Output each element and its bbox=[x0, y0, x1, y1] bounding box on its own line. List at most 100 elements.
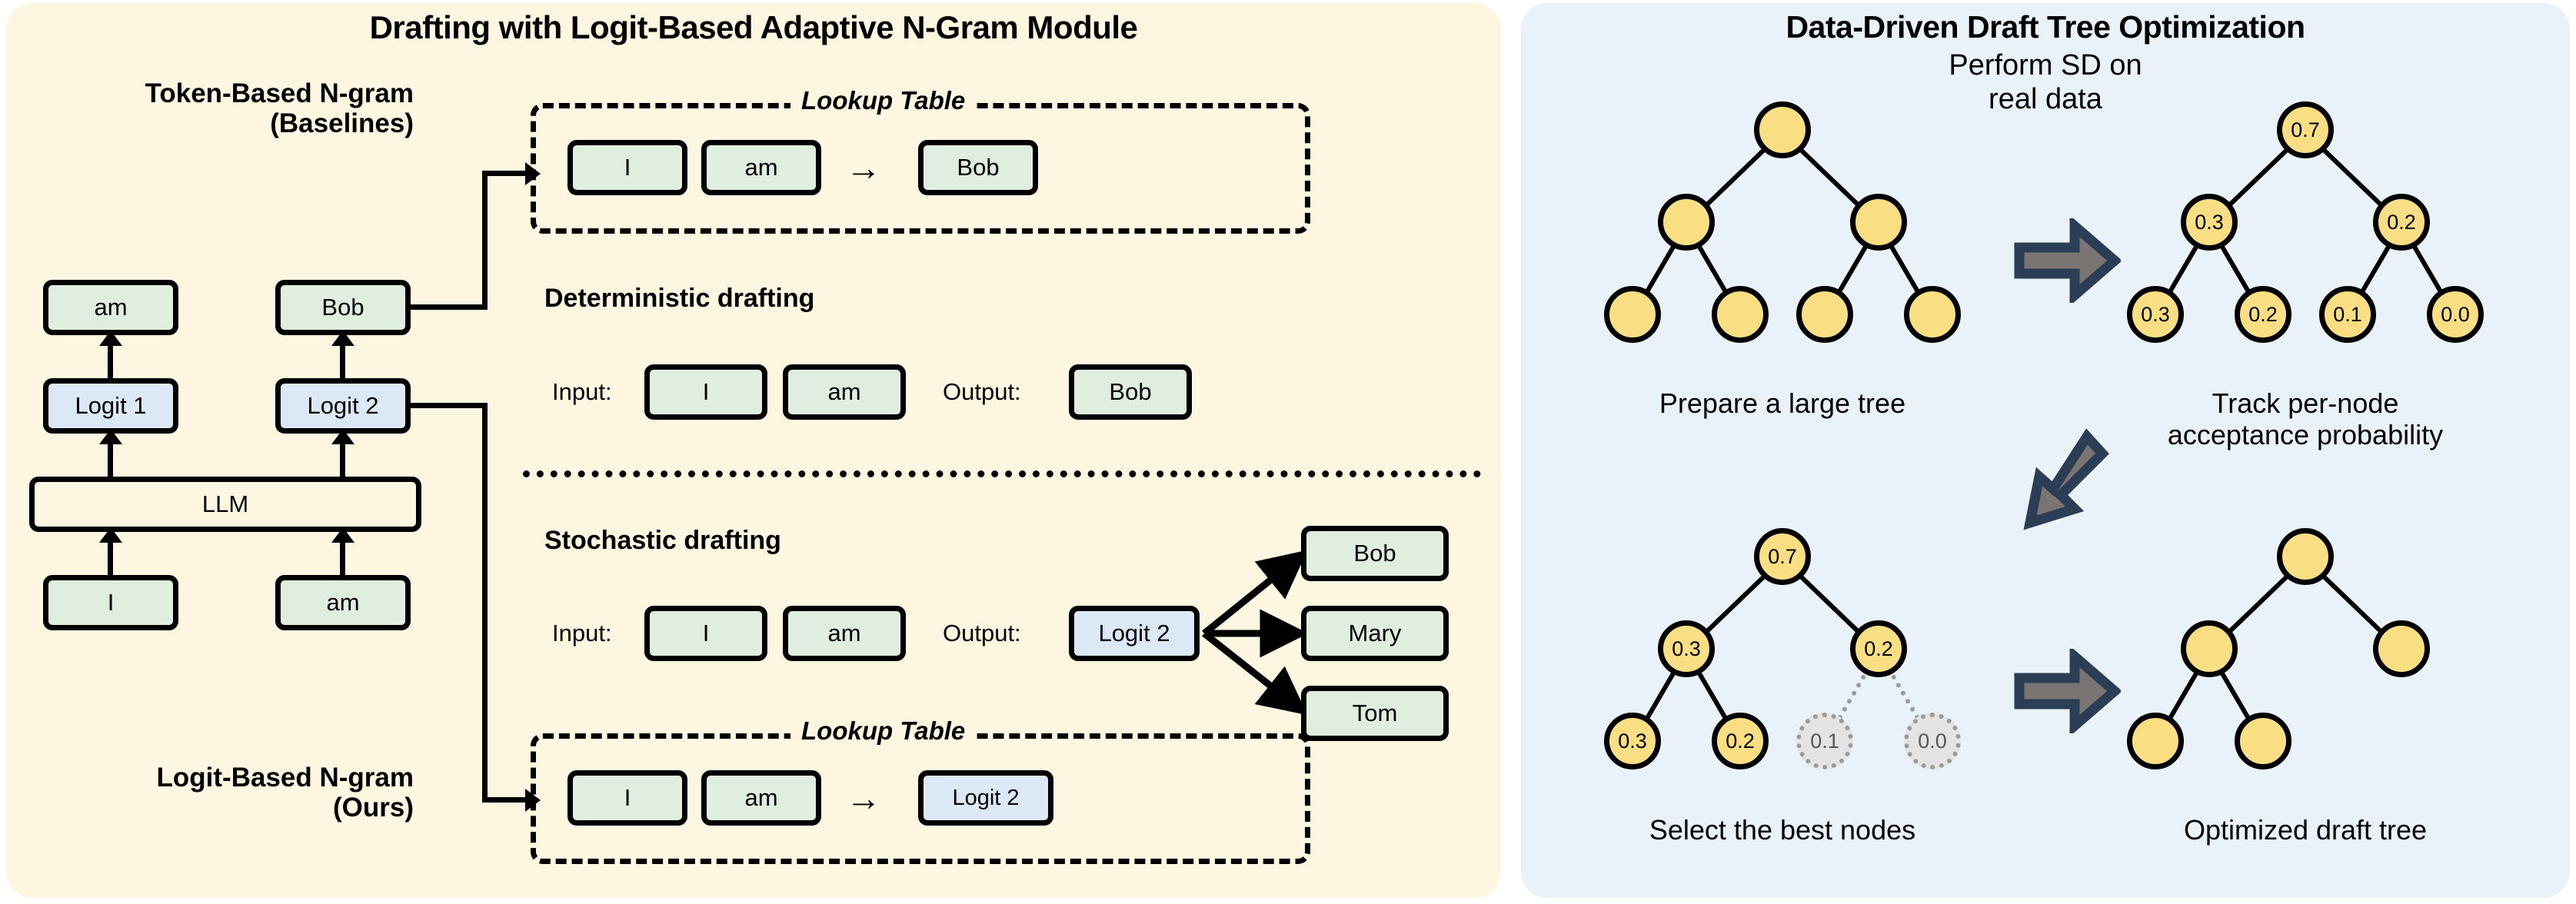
deterministic-input-token-i-label: I bbox=[702, 378, 710, 405]
stochastic-branch-arrows bbox=[1202, 550, 1309, 716]
input-token-am: am bbox=[275, 575, 411, 630]
stochastic-input-token-am: am bbox=[783, 606, 906, 661]
tree-node bbox=[2277, 528, 2334, 585]
ours-label-line2: (Ours) bbox=[333, 793, 414, 823]
ours-label: Logit-Based N-gram (Ours) bbox=[14, 763, 414, 823]
tree-node: 0.0 bbox=[2427, 286, 2484, 343]
llm-label: LLM bbox=[201, 490, 249, 517]
top-lookup-table-caption: Lookup Table bbox=[790, 86, 977, 115]
logit-1-label: Logit 1 bbox=[75, 392, 147, 419]
stochastic-output-label: Output: bbox=[943, 620, 1021, 646]
arrow-shaft-in2-to-llm bbox=[340, 538, 345, 575]
tree-node bbox=[2373, 620, 2430, 677]
tree-prepare-large bbox=[1536, 88, 2029, 387]
right-panel: Data-Driven Draft Tree Optimization Perf… bbox=[1521, 3, 2570, 898]
section-divider bbox=[523, 470, 1481, 477]
tree-node: 0.2 bbox=[1712, 713, 1769, 769]
deterministic-input-token-i: I bbox=[644, 364, 767, 420]
stochastic-output-token-bob: Bob bbox=[1301, 526, 1449, 581]
left-panel-title: Drafting with Logit-Based Adaptive N-Gra… bbox=[369, 9, 1138, 45]
arrow-shaft-llm-to-logit1 bbox=[108, 440, 113, 477]
stochastic-input-token-am-label: am bbox=[827, 620, 861, 646]
bottom-lookup-key-i-label: I bbox=[624, 784, 631, 811]
tree-node bbox=[1658, 194, 1715, 251]
bottom-lookup-maps-to-arrow-icon: → bbox=[846, 778, 881, 818]
deterministic-output-label: Output: bbox=[943, 378, 1021, 405]
arrow-shaft-logit2-to-bob bbox=[340, 341, 345, 378]
caption-prepare-large-tree: Prepare a large tree bbox=[1659, 387, 1906, 419]
tree-node: 0.7 bbox=[2277, 101, 2334, 158]
tree-node: 0.7 bbox=[1754, 528, 1811, 585]
bottom-lookup-key-am: am bbox=[701, 770, 821, 826]
bottom-lookup-value-logit2: Logit 2 bbox=[918, 770, 1053, 826]
connector-bob-into-lookup bbox=[482, 171, 528, 176]
caption-optimized-draft-tree: Optimized draft tree bbox=[2183, 814, 2428, 846]
tree-node: 0.1 bbox=[2319, 286, 2376, 343]
baseline-label: Token-Based N-gram (Baselines) bbox=[14, 78, 414, 138]
input-token-i: I bbox=[43, 575, 178, 630]
input-token-am-label: am bbox=[326, 589, 360, 616]
deterministic-output-token-bob: Bob bbox=[1069, 364, 1192, 420]
caption-perform-sd: Perform SD on real data bbox=[1949, 49, 2142, 115]
bottom-lookup-table-caption: Lookup Table bbox=[790, 716, 977, 746]
stochastic-output-logit2-label: Logit 2 bbox=[1098, 620, 1170, 646]
top-lookup-key-am-label: am bbox=[744, 154, 778, 181]
baseline-label-line1: Token-Based N-gram bbox=[145, 78, 414, 108]
tree-node bbox=[2181, 620, 2238, 677]
block-arrow-down-left bbox=[2023, 428, 2109, 530]
connector-logit2-right bbox=[411, 403, 488, 408]
connector-logit2-into-lookup bbox=[482, 797, 528, 803]
connector-bob-right bbox=[411, 304, 488, 310]
tree-node: 0.2 bbox=[2235, 286, 2291, 343]
tree-node bbox=[1754, 101, 1811, 158]
tree-node bbox=[1604, 286, 1661, 343]
stochastic-drafting-title: Stochastic drafting bbox=[544, 526, 781, 555]
tree-node bbox=[1904, 286, 1961, 343]
block-arrow-right-bottom bbox=[2014, 649, 2121, 733]
stochastic-input-label: Input: bbox=[552, 620, 612, 646]
bottom-lookup-value-logit2-label: Logit 2 bbox=[952, 785, 1020, 810]
right-panel-title: Data-Driven Draft Tree Optimization bbox=[1786, 9, 2305, 45]
output-token-am: am bbox=[43, 280, 178, 335]
input-token-i-label: I bbox=[107, 589, 115, 616]
arrow-head-llm-to-logit2 bbox=[331, 429, 354, 444]
connector-bob-up bbox=[482, 171, 488, 307]
stochastic-output-token-bob-label: Bob bbox=[1353, 540, 1396, 567]
baseline-label-line2: (Baselines) bbox=[270, 108, 414, 139]
block-arrow-right-top bbox=[2014, 218, 2121, 303]
logit-2-box: Logit 2 bbox=[275, 378, 411, 434]
top-lookup-key-am: am bbox=[701, 140, 821, 195]
tree-node-pruned: 0.1 bbox=[1796, 713, 1853, 769]
logit-2-label: Logit 2 bbox=[307, 392, 379, 419]
stochastic-output-token-mary: Mary bbox=[1301, 606, 1449, 661]
tree-node bbox=[1796, 286, 1853, 343]
tree-node: 0.3 bbox=[2181, 194, 2238, 251]
tree-node: 0.3 bbox=[1658, 620, 1715, 677]
tree-node bbox=[1850, 194, 1907, 251]
tree-node bbox=[2127, 713, 2184, 769]
stochastic-output-token-tom-label: Tom bbox=[1352, 700, 1398, 726]
stochastic-input-token-i-label: I bbox=[702, 620, 710, 646]
caption-select-best-nodes: Select the best nodes bbox=[1649, 814, 1916, 846]
arrow-shaft-in1-to-llm bbox=[108, 538, 113, 575]
tree-node: 0.2 bbox=[1850, 620, 1907, 677]
tree-node: 0.3 bbox=[1604, 713, 1661, 769]
top-lookup-value-bob: Bob bbox=[918, 140, 1038, 195]
arrow-head-in1-to-llm bbox=[99, 527, 122, 543]
connector-logit2-down bbox=[482, 403, 488, 803]
arrow-head-llm-to-logit1 bbox=[99, 429, 122, 444]
bottom-lookup-key-i: I bbox=[567, 770, 687, 826]
arrow-shaft-logit1-to-am bbox=[108, 341, 113, 378]
deterministic-input-token-am-label: am bbox=[827, 378, 861, 405]
deterministic-drafting-title: Deterministic drafting bbox=[544, 284, 815, 313]
stochastic-output-token-tom: Tom bbox=[1301, 686, 1449, 741]
tree-node: 0.3 bbox=[2127, 286, 2184, 343]
top-lookup-key-i: I bbox=[567, 140, 687, 195]
arrow-head-in2-to-llm bbox=[331, 527, 354, 543]
bottom-lookup-key-am-label: am bbox=[744, 784, 778, 811]
top-lookup-maps-to-arrow-icon: → bbox=[846, 148, 881, 188]
deterministic-output-token-bob-label: Bob bbox=[1109, 378, 1152, 405]
